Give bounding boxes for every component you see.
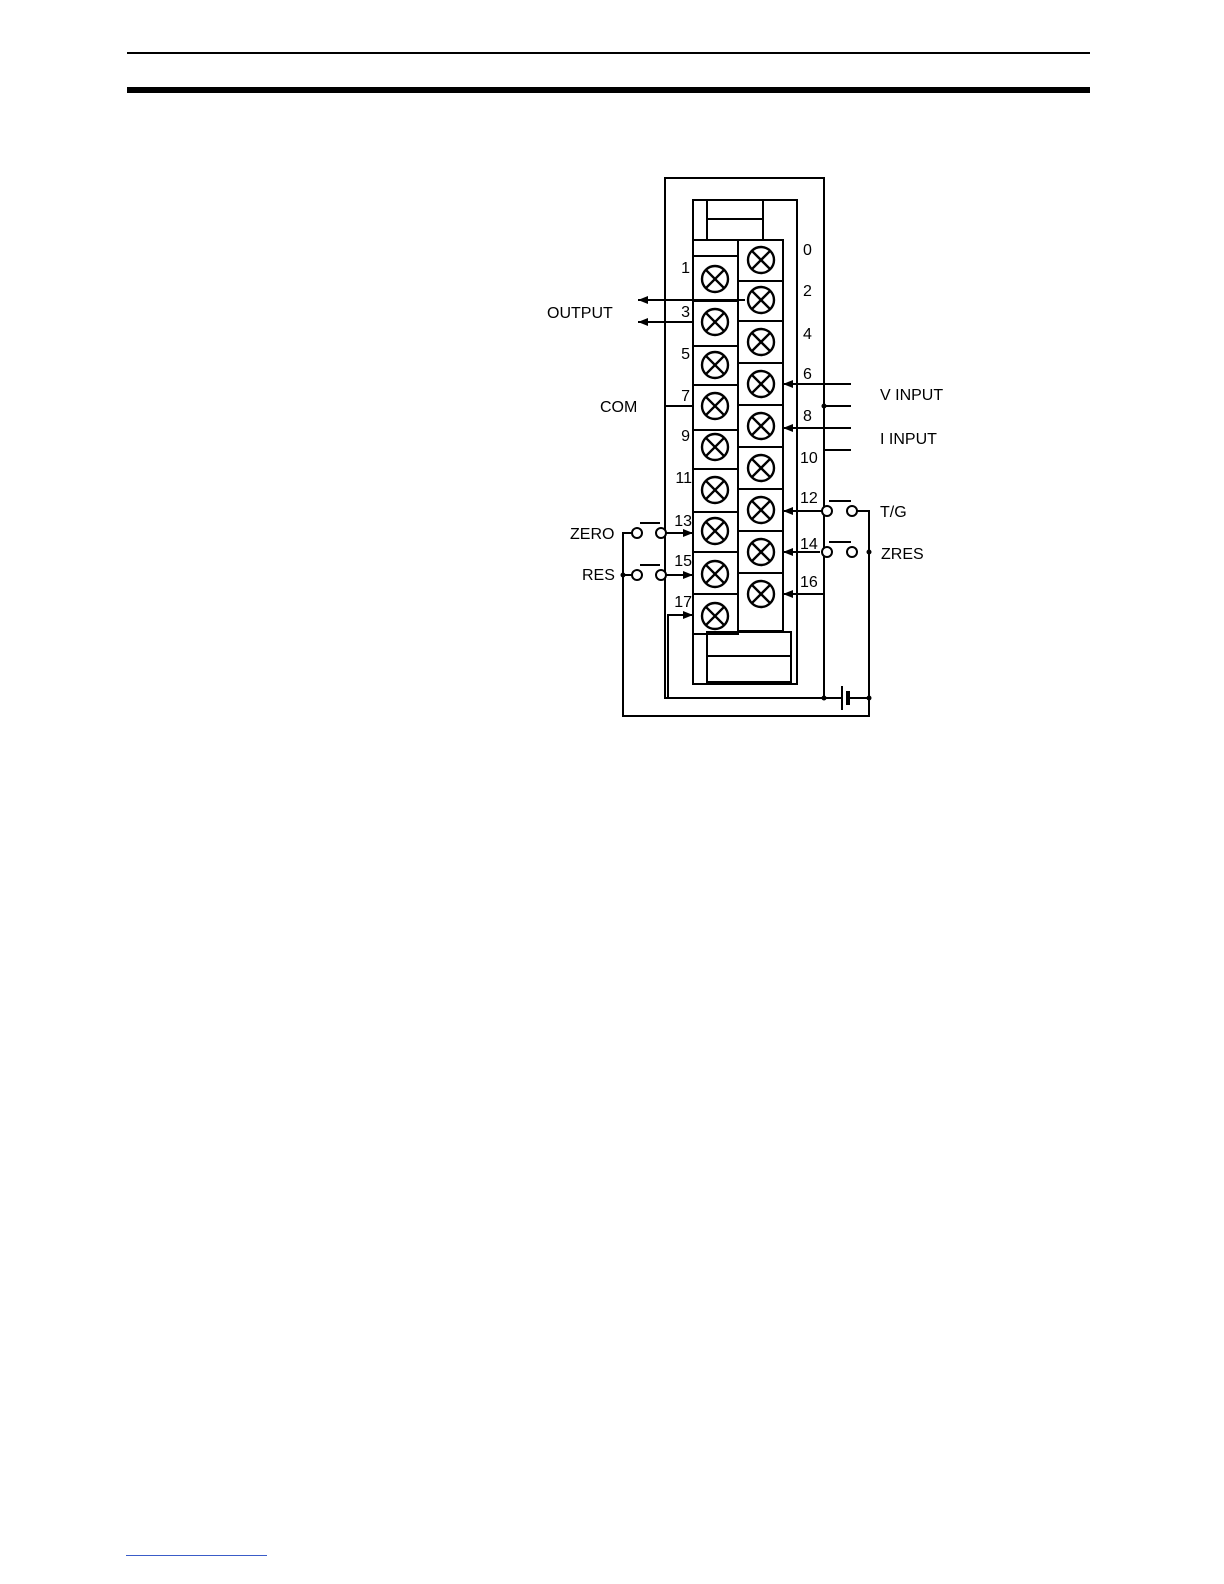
v-input-label: V INPUT bbox=[880, 387, 943, 404]
zero-contact-a bbox=[632, 528, 642, 538]
junction-dot bbox=[621, 573, 626, 578]
screw-terminal-left bbox=[702, 393, 728, 419]
res-contact-b bbox=[656, 570, 666, 580]
terminal-number: 3 bbox=[681, 304, 690, 321]
terminal-number: 0 bbox=[803, 242, 812, 259]
junction-dot bbox=[867, 696, 872, 701]
tg-contact-b bbox=[847, 506, 857, 516]
terminal-number: 15 bbox=[674, 553, 692, 570]
screw-terminal-right bbox=[748, 539, 774, 565]
terminal-number: 14 bbox=[800, 536, 818, 553]
terminal-number: 16 bbox=[800, 574, 818, 591]
terminal-number: 10 bbox=[800, 450, 818, 467]
screw-terminal-right bbox=[748, 247, 774, 273]
zres-contact-a bbox=[822, 547, 832, 557]
terminal-number: 1 bbox=[681, 260, 690, 277]
terminal-16-wire bbox=[783, 594, 824, 660]
left-terminal-numbers: 1 3 5 7 9 11 13 15 17 bbox=[674, 260, 692, 611]
junction-dot bbox=[867, 550, 872, 555]
screw-terminal-left bbox=[702, 477, 728, 503]
res-contact-a bbox=[632, 570, 642, 580]
screw-terminal-right bbox=[748, 497, 774, 523]
terminal-number: 5 bbox=[681, 346, 690, 363]
output-label: OUTPUT bbox=[547, 305, 613, 322]
com-label: COM bbox=[600, 399, 637, 416]
screw-terminal-right bbox=[748, 371, 774, 397]
screw-terminal-right bbox=[748, 287, 774, 313]
junction-dot bbox=[822, 404, 827, 409]
right-terminal-numbers: 0 2 4 6 8 10 12 14 16 bbox=[800, 242, 818, 591]
screw-terminal-left bbox=[702, 561, 728, 587]
terminal-number: 11 bbox=[675, 470, 692, 487]
res-label: RES bbox=[582, 567, 615, 584]
zero-contact-b bbox=[656, 528, 666, 538]
terminal-number: 2 bbox=[803, 283, 812, 300]
terminal-number: 12 bbox=[800, 490, 818, 507]
terminal-number: 8 bbox=[803, 408, 812, 425]
footnote-rule bbox=[126, 1555, 267, 1556]
terminal-number: 6 bbox=[803, 366, 812, 383]
terminal-number: 13 bbox=[674, 513, 692, 530]
zres-label: ZRES bbox=[881, 546, 924, 563]
terminal-number: 17 bbox=[674, 594, 692, 611]
screw-terminal-right bbox=[748, 581, 774, 607]
zero-label: ZERO bbox=[570, 526, 614, 543]
screw-terminal-left bbox=[702, 352, 728, 378]
i-input-label: I INPUT bbox=[880, 431, 937, 448]
terminal-number: 9 bbox=[681, 428, 690, 445]
screw-terminal-left bbox=[702, 309, 728, 335]
screw-terminal-left bbox=[702, 266, 728, 292]
screw-terminal-left bbox=[702, 434, 728, 460]
screw-terminal-right bbox=[748, 413, 774, 439]
tg-contact-a bbox=[822, 506, 832, 516]
screw-terminal-right bbox=[748, 455, 774, 481]
junction-dot bbox=[822, 696, 827, 701]
terminal-number: 4 bbox=[803, 326, 812, 343]
screw-terminal-left bbox=[702, 518, 728, 544]
zres-contact-b bbox=[847, 547, 857, 557]
terminal-number: 7 bbox=[681, 388, 690, 405]
tg-label: T/G bbox=[880, 504, 907, 521]
screw-terminal-left bbox=[702, 603, 728, 629]
screw-terminal-right bbox=[748, 329, 774, 355]
